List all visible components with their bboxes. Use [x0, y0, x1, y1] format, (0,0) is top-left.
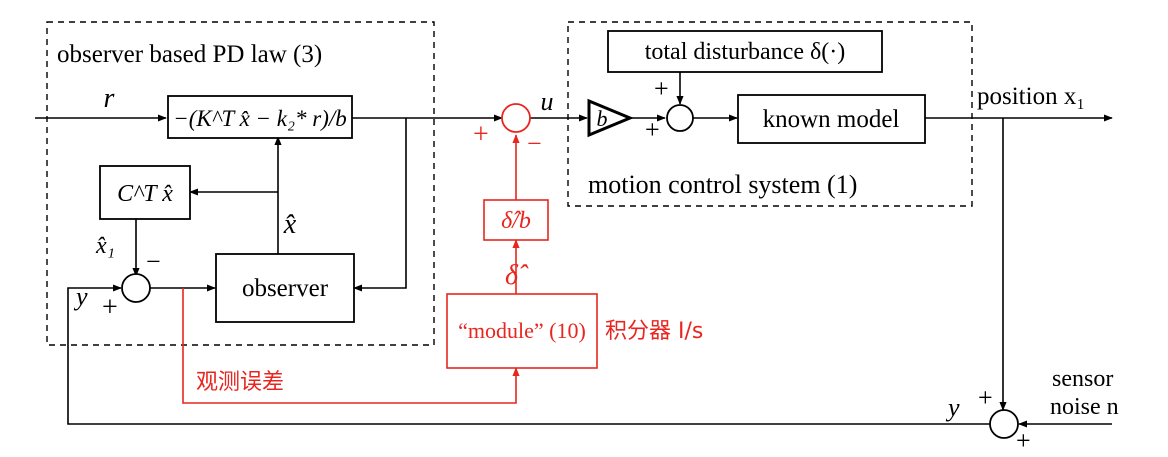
y-left-label: y — [73, 282, 88, 311]
disturbance-sum-plus-bottom: + — [645, 115, 660, 144]
delta-over-b-label: δ̂/b — [501, 208, 531, 234]
disturbance-sum-plus-top: + — [654, 74, 669, 103]
observer-region — [46, 21, 435, 346]
delta-over-b-block — [483, 199, 549, 241]
module-block — [446, 293, 598, 369]
ct-xhat-block — [99, 165, 191, 220]
integrator-annotation: 积分器 I/s — [605, 319, 703, 344]
known-model-block — [737, 94, 926, 144]
noise-label: noise n — [1050, 394, 1119, 420]
observer-sum-junction — [121, 273, 151, 303]
known-model-label: known model — [763, 106, 900, 133]
observer-region-label: observer based PD law (3) — [57, 41, 322, 68]
observer-block — [215, 253, 355, 323]
observer-label: observer — [242, 275, 329, 302]
sensor-sum-junction — [989, 409, 1019, 439]
wire-law-to-observer — [353, 118, 407, 292]
wire-y-feedback — [67, 284, 990, 425]
sensor-label: sensor — [1052, 366, 1113, 392]
ct-xhat-label: C^T x̂ — [117, 181, 173, 207]
gain-block — [587, 98, 634, 138]
control-sum-plus: + — [473, 119, 489, 150]
y-right-label: y — [945, 393, 960, 422]
control-sum-junction — [501, 103, 531, 133]
observation-error-annotation: 观测误差 — [196, 370, 284, 395]
observer-sum-minus: − — [146, 247, 161, 276]
wire-observation-error — [182, 288, 520, 404]
sensor-sum-plus-top: + — [978, 383, 993, 412]
total-disturbance-block — [607, 30, 883, 73]
control-sum-minus: − — [527, 129, 542, 158]
observer-sum-plus: + — [102, 292, 118, 323]
total-disturbance-label: total disturbance δ(·) — [645, 39, 846, 65]
xhat1-label: x̂₁ — [95, 233, 115, 259]
sensor-sum-plus-bottom: + — [1016, 426, 1031, 455]
control-signal-label: u — [541, 87, 554, 116]
control-law-block — [167, 95, 353, 139]
gain-label: b — [597, 106, 608, 131]
xhat-label: x̂ — [283, 209, 297, 240]
motion-region — [567, 21, 973, 207]
module-label: “module” (10) — [458, 318, 586, 343]
disturbance-sum-junction — [666, 104, 694, 132]
control-law-label: −(K^T x̂ − k₂* r)/b — [173, 106, 347, 131]
position-label: position x₁ — [977, 83, 1085, 110]
delta-hat-label: δ̂ — [505, 260, 529, 291]
motion-region-label: motion control system (1) — [588, 170, 857, 199]
reference-label: r — [104, 83, 115, 114]
